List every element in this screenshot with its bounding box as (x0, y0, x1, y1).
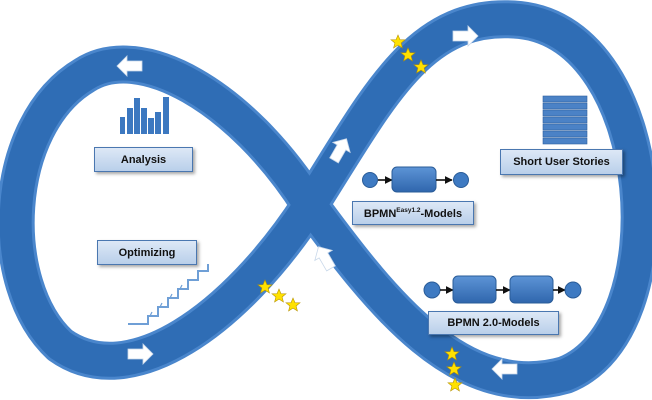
process-flow-large-icon (423, 275, 582, 304)
optimizing-label: Optimizing (97, 240, 197, 265)
star-icon (285, 297, 301, 312)
staircase-icon (128, 264, 209, 325)
bpmn-easy-models-label: BPMNEasy1.2-Models (352, 201, 474, 225)
analysis-text: Analysis (120, 153, 167, 166)
bar-chart-icon (120, 97, 169, 134)
bpmn-easy-text: BPMNEasy1.2-Models (363, 206, 463, 220)
bpmn-20-models-label: BPMN 2.0-Models (428, 311, 559, 335)
stars-middle (257, 279, 301, 312)
stacked-cards-icon (542, 95, 588, 145)
short-user-stories-label: Short User Stories (500, 149, 623, 175)
process-flow-small-icon (362, 166, 469, 193)
analysis-label: Analysis (94, 147, 193, 172)
star-icon (271, 288, 287, 303)
short-user-stories-text: Short User Stories (513, 156, 610, 168)
optimizing-text: Optimizing (118, 246, 176, 259)
bpmn-20-text: BPMN 2.0-Models (447, 317, 540, 329)
